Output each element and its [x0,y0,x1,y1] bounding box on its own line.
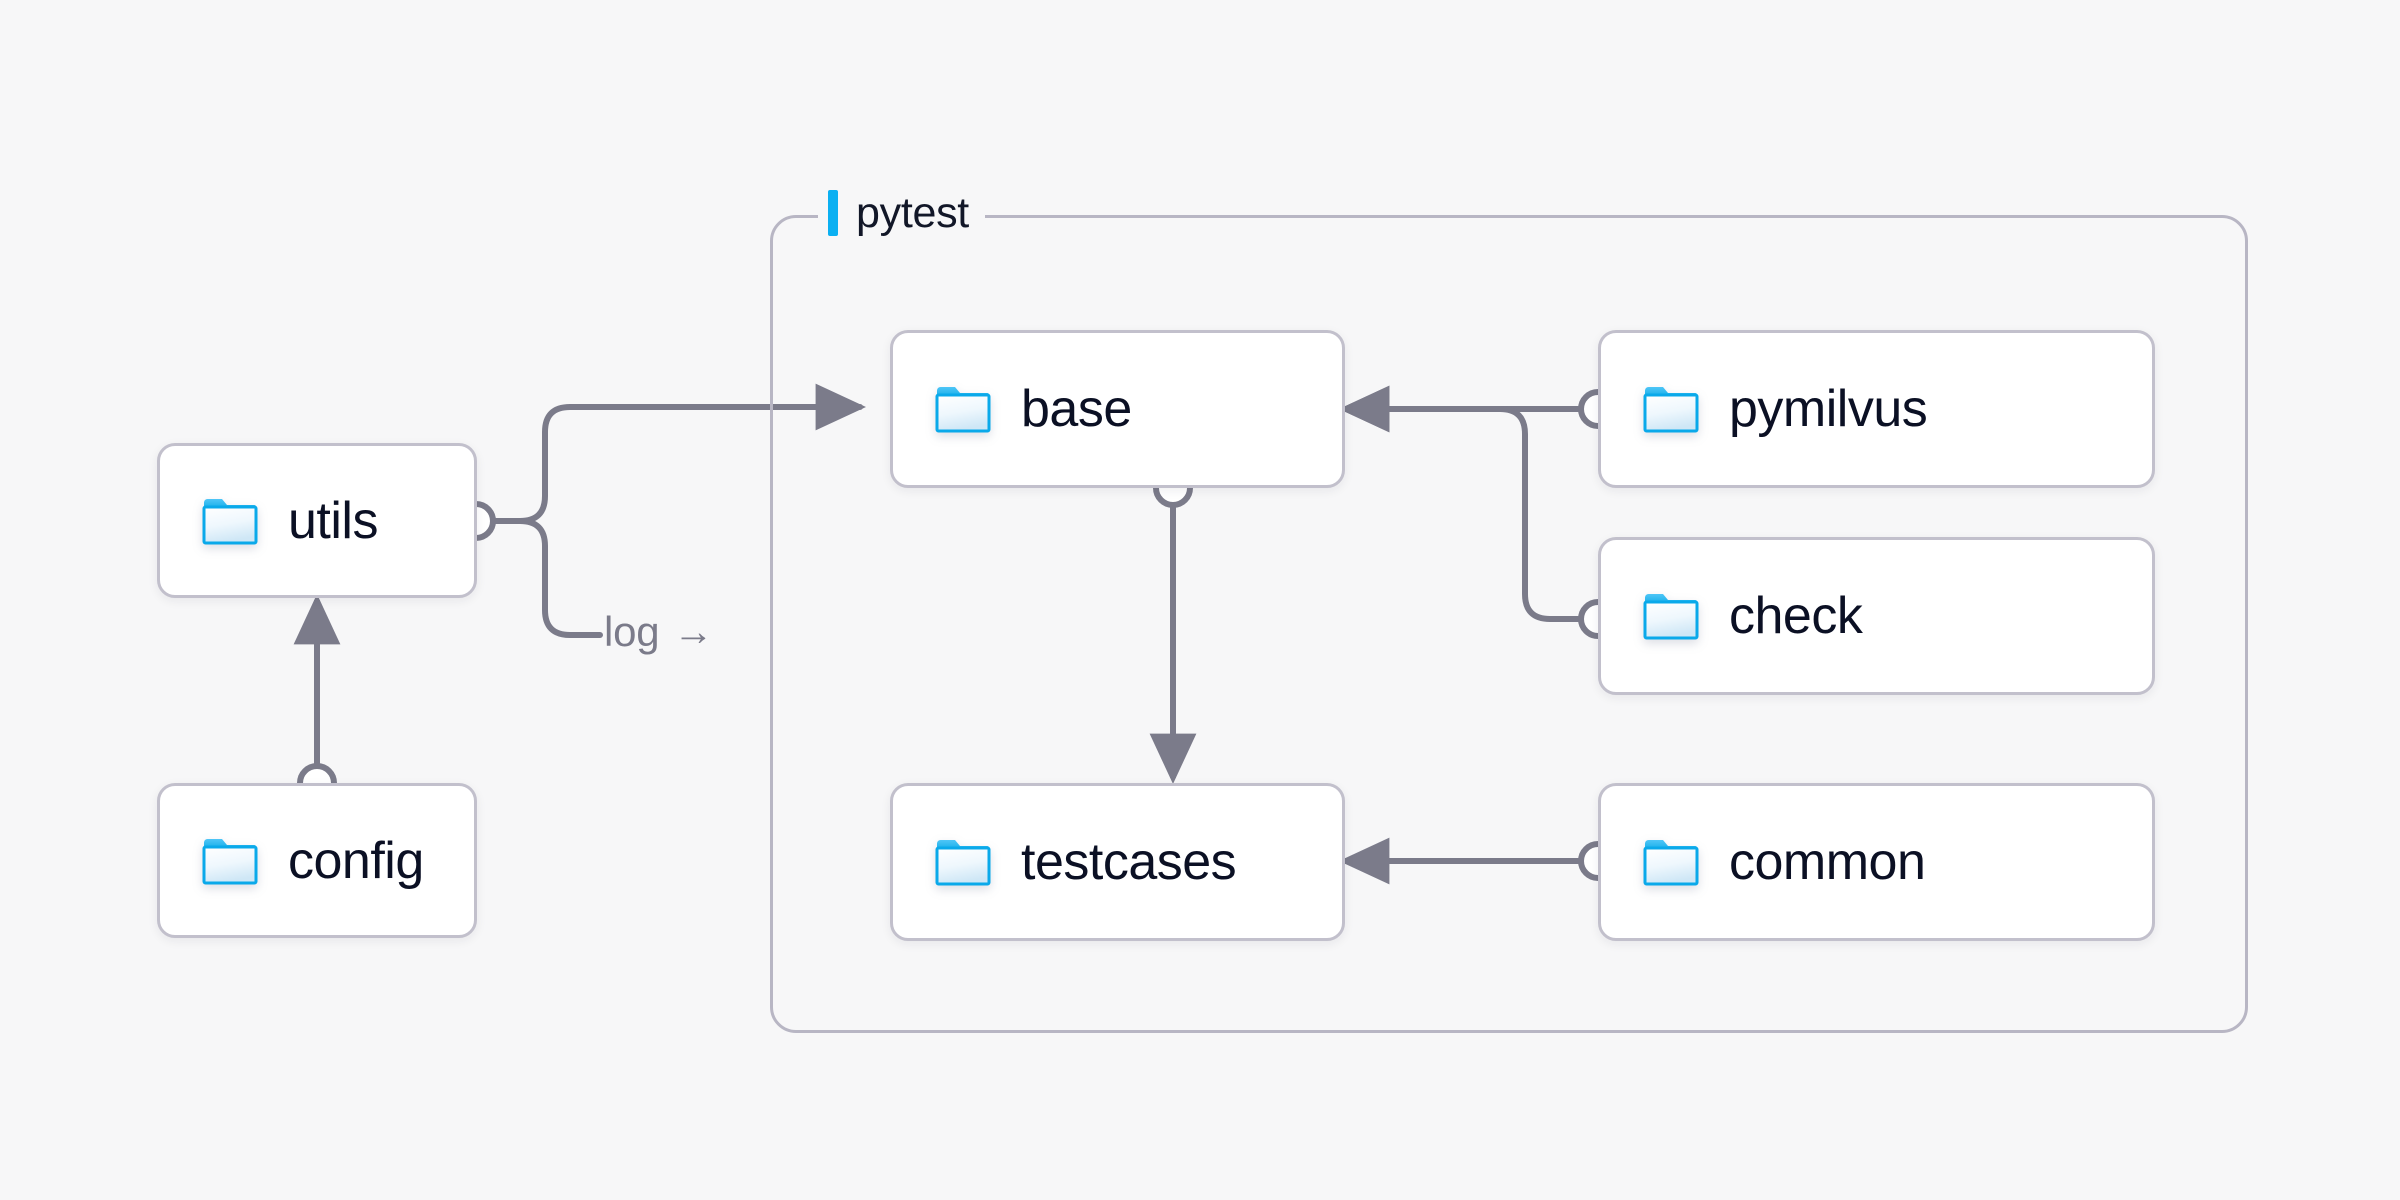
group-pytest-label-text: pytest [856,188,969,237]
node-pymilvus-label: pymilvus [1729,380,1928,438]
node-check-label: check [1729,587,1863,645]
node-utils-label: utils [288,491,378,550]
node-check[interactable]: check [1598,537,2155,695]
node-utils[interactable]: utils [157,443,477,598]
node-pymilvus[interactable]: pymilvus [1598,330,2155,488]
edge-label-log-text: log [604,608,660,655]
edge-utils-to-log [517,518,603,638]
group-pytest-label: pytest [818,185,985,241]
edge-label-log: log → [604,608,713,656]
node-base[interactable]: base [890,330,1345,488]
accent-bar-icon [828,190,838,236]
node-config-label: config [288,831,424,890]
node-config[interactable]: config [157,783,477,938]
folder-icon [1643,592,1699,640]
arrow-right-icon: → [673,610,714,654]
folder-icon [1643,838,1699,886]
group-pytest [770,215,2248,1033]
folder-icon [202,497,258,545]
node-common-label: common [1729,833,1926,891]
folder-icon [935,838,991,886]
node-common[interactable]: common [1598,783,2155,941]
edge-config-to-utils [293,594,341,803]
folder-icon [1643,385,1699,433]
node-base-label: base [1021,380,1132,438]
folder-icon [202,837,258,885]
node-testcases[interactable]: testcases [890,783,1345,941]
node-testcases-label: testcases [1021,833,1237,891]
folder-icon [935,385,991,433]
